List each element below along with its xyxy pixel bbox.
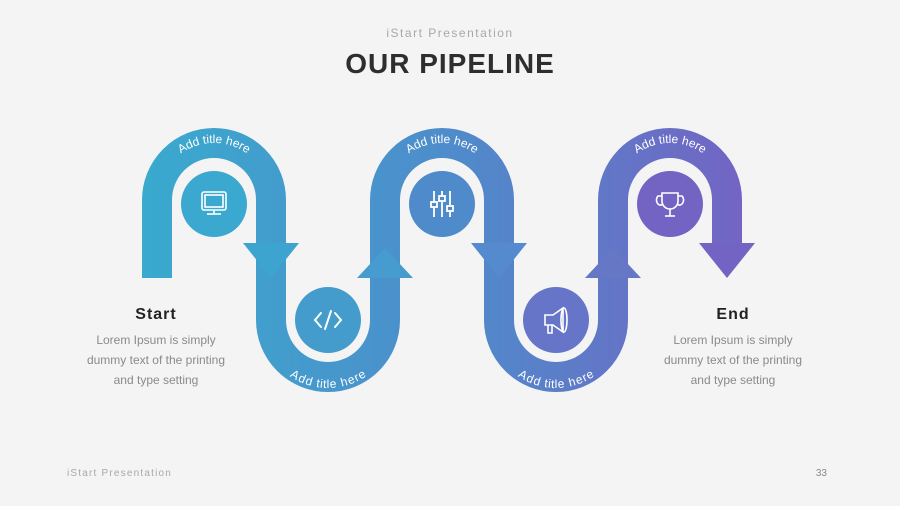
arrow-down-3 bbox=[699, 243, 755, 278]
step-1-circle bbox=[181, 171, 247, 237]
start-line-1: Lorem Ipsum is simply bbox=[96, 333, 216, 347]
arrow-down-2 bbox=[471, 243, 527, 278]
end-line-3: and type setting bbox=[690, 373, 776, 387]
arrow-up-2 bbox=[585, 248, 641, 278]
page-title: OUR PIPELINE bbox=[345, 48, 555, 79]
start-block: Start Lorem Ipsum is simply dummy text o… bbox=[66, 306, 246, 390]
arrow-up-1 bbox=[357, 248, 413, 278]
start-heading: Start bbox=[135, 306, 177, 323]
code-icon bbox=[313, 310, 343, 330]
end-line-2: dummy text of the printing bbox=[663, 353, 803, 367]
page-number: 33 bbox=[815, 468, 827, 479]
end-line-1: Lorem Ipsum is simply bbox=[673, 333, 793, 347]
start-line-3: and type setting bbox=[113, 373, 199, 387]
arrow-down-1 bbox=[243, 243, 299, 278]
footer-text: iStart Presentation bbox=[67, 468, 173, 479]
step-4-circle bbox=[523, 287, 589, 353]
end-block: End Lorem Ipsum is simply dummy text of … bbox=[643, 306, 823, 390]
presentation-subtitle: iStart Presentation bbox=[386, 26, 514, 40]
pipeline-track bbox=[142, 128, 742, 392]
start-line-2: dummy text of the printing bbox=[86, 353, 226, 367]
trophy-icon bbox=[655, 192, 685, 217]
step-5-circle bbox=[637, 171, 703, 237]
megaphone-icon bbox=[544, 306, 568, 334]
end-heading: End bbox=[716, 306, 750, 323]
monitor-icon bbox=[201, 191, 227, 215]
sliders-icon bbox=[430, 191, 454, 217]
